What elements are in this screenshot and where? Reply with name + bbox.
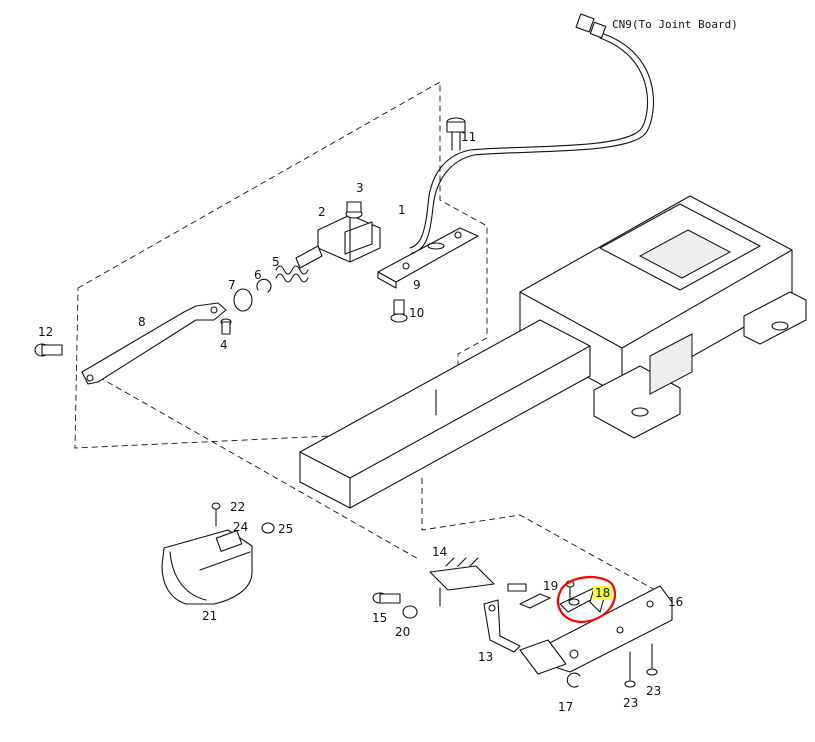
main-frame [299,195,807,509]
callout-21: 21 [202,609,218,623]
callout-13: 13 [478,650,494,664]
part-25-nut [261,522,275,534]
callout-23-b: 23 [646,684,662,698]
callout-14: 14 [432,545,448,559]
callout-6: 6 [254,268,262,282]
callout-3: 3 [356,181,364,195]
callout-24: 24 [233,520,249,534]
part-15-screw [372,592,401,604]
callout-12: 12 [38,325,54,339]
part-7-oring [233,288,253,312]
callout-8: 8 [138,315,146,329]
part-24-bracket [215,530,243,552]
callout-23-a: 23 [623,696,639,710]
callout-25: 25 [278,522,294,536]
part-22-screw [211,502,221,527]
callout-11: 11 [461,130,477,144]
part-9-plate [377,227,479,289]
part-23-screw-a [624,651,636,688]
part-14-guide [429,557,495,607]
callout-4: 4 [220,338,228,352]
callout-15: 15 [372,611,388,625]
part-11-bolt [446,117,466,151]
callout-17: 17 [558,700,574,714]
part-12-screw [34,343,63,357]
callout-1: 1 [398,203,406,217]
part-2-solenoid [295,201,381,269]
callout-10: 10 [409,306,425,320]
callout-16: 16 [668,595,684,609]
part-18-highlight-circle [556,576,617,624]
callout-20: 20 [395,625,411,639]
dashed-leader-12 [89,371,421,561]
part-5-spring [275,265,309,283]
part-4-screw [220,318,232,335]
part-8-link-arm [81,302,227,385]
cn9-cable [409,13,655,254]
callout-19: 19 [543,579,559,593]
part-20-washer [402,605,418,619]
part-6-clip [256,278,272,293]
callout-7: 7 [228,278,236,292]
part-19-pin [507,583,551,609]
callout-2: 2 [318,205,326,219]
callout-22: 22 [230,500,246,514]
callout-18: 18 [593,586,613,600]
dashed-leader-frame [421,478,656,591]
part-16-plate [519,585,673,675]
callout-5: 5 [272,255,280,269]
part-13-arm [483,599,521,653]
part-17-clip [566,672,581,688]
part-10-screw [390,299,408,323]
part-23-screw-b [646,643,658,676]
connector-label: CN9(To Joint Board) [612,18,738,31]
callout-9: 9 [413,278,421,292]
dashed-assembly-outline [74,81,488,449]
